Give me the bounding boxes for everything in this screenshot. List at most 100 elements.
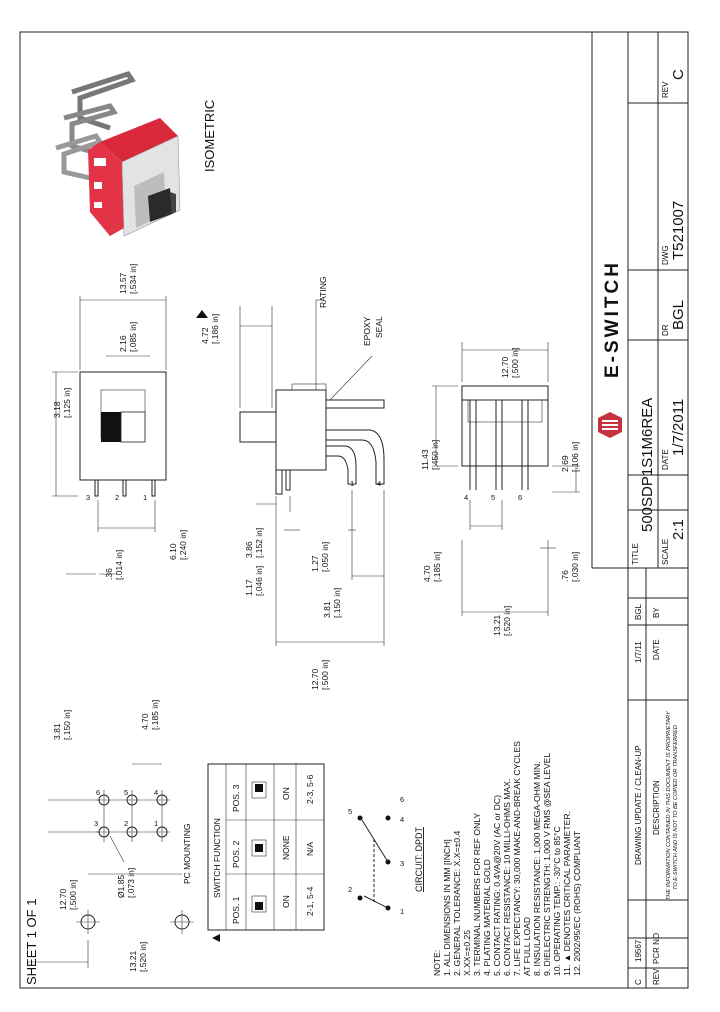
- side-terminal-4: 4: [377, 479, 381, 488]
- rev-table-pcr-header: PCR NO: [652, 933, 661, 964]
- dim-pcb-4-70-in: [.185 in]: [150, 700, 160, 730]
- note-line-1: 1. ALL DIMENSIONS IN MM [INCH]: [442, 839, 452, 976]
- switch-pos1-conn: 2-1, 5-4: [305, 886, 315, 916]
- switch-pos2-conn: N/A: [305, 842, 315, 857]
- circuit-terminal-2: 2: [348, 885, 352, 894]
- rev-table-rev-header: REV: [652, 968, 661, 985]
- switch-function-title: SWITCH FUNCTION: [212, 818, 222, 898]
- circuit-terminal-1: 1: [400, 907, 404, 916]
- dim-1-17: 1.17: [244, 579, 254, 596]
- front-terminal-1: 1: [143, 493, 147, 502]
- dr-value: BGL: [670, 300, 687, 330]
- dim-pcb-12-70-in: [.500 in]: [68, 880, 78, 910]
- rev-table-pcr-cell: 19567: [634, 939, 643, 962]
- note-line-11: 9. DIELECTRIC STRENGTH: 1,000 V RMS @SEA…: [542, 753, 552, 976]
- switch-pos2-state: NONE: [281, 835, 291, 860]
- notes-heading: NOTE:: [432, 950, 442, 976]
- note-line-4: 3. TERMINAL NUMBERS FOR REF ONLY: [472, 813, 482, 976]
- dim-0-36: .36: [104, 568, 114, 580]
- dim-11-43-in: [.450 in]: [430, 440, 440, 470]
- pc-mounting-label: PC MOUNTING: [182, 824, 192, 884]
- front-terminal-2: 2: [115, 493, 119, 502]
- dim-pcb-12-70: 12.70: [58, 888, 68, 910]
- note-line-14: 12. 2002/95/EC (ROHS) COMPLIANT: [572, 830, 582, 976]
- circuit-label: CIRCUIT: DPDT: [414, 826, 424, 892]
- dim-2-16: 2.16: [118, 335, 128, 352]
- dim-back-12-70-in: [.500 in]: [510, 348, 520, 378]
- dim-1-17-in: [.046 in]: [254, 566, 264, 596]
- dim-13-21: 13.21: [492, 614, 502, 636]
- isometric-view: ISOMETRIC: [55, 71, 217, 237]
- pcb-terminal-6: 6: [96, 788, 100, 797]
- back-terminal-6: 6: [518, 493, 522, 502]
- note-line-8: 7. LIFE EXPECTANCY: 30,000 MAKE-AND-BREA…: [512, 741, 522, 976]
- dim-3-18-in: [.125 in]: [62, 388, 72, 418]
- switch-pos1-state: ON: [281, 895, 291, 908]
- dwg-header: DWG: [661, 245, 670, 265]
- dim-4-72-in: [.186 in]: [210, 314, 220, 344]
- rev-table-rev-cell: C: [634, 979, 643, 985]
- dr-header: DR: [661, 324, 670, 336]
- dim-0-36-in: [.014 in]: [114, 550, 124, 580]
- title-value: 500SDP1S1M6REA: [639, 398, 656, 532]
- circuit-terminal-5: 5: [348, 807, 352, 816]
- date-header: DATE: [661, 449, 670, 470]
- switch-pos3-conn: 2-3, 5-6: [305, 774, 315, 804]
- front-terminal-3: 3: [86, 493, 90, 502]
- note-line-2: 2. GENERAL TOLERANCE: X.X=±0.4: [452, 831, 462, 976]
- front-view: 3 2 1 13.57 [.534 in] 2.16 [.085 in] 3.1…: [52, 264, 188, 580]
- dim-13-21-in: [.520 in]: [502, 606, 512, 636]
- dim-pcb-3-81: 3.81: [52, 723, 62, 740]
- circuit-diagram: 1 2 3 4 5 6 CIRCUIT: DPDT: [348, 795, 424, 916]
- pcb-terminal-2: 2: [124, 819, 128, 828]
- pcb-terminal-3: 3: [94, 819, 98, 828]
- note-line-6: 5. CONTACT RATING: 0.4VA@20V (AC or DC): [492, 795, 502, 976]
- dim-1-27-in: [.050 in]: [320, 542, 330, 572]
- switch-pos3-state: ON: [281, 787, 291, 800]
- dim-0-76-in: [.030 in]: [570, 552, 580, 582]
- rev-table-date-header: DATE: [652, 639, 661, 660]
- dim-12-70-in: [.500 in]: [320, 660, 330, 690]
- circuit-terminal-6: 6: [400, 795, 404, 804]
- dim-3-86: 3.86: [244, 541, 254, 558]
- note-line-5: 4. PLATING MATERIAL GOLD: [482, 859, 492, 976]
- sheet-label: SHEET 1 OF 1: [24, 899, 39, 985]
- back-view: 4 5 6 12.70 [.500 in] 11.43 [.450 in] 2.…: [420, 342, 580, 636]
- dim-3-81: 3.81: [322, 601, 332, 618]
- back-terminal-4: 4: [464, 493, 468, 502]
- pcb-terminal-5: 5: [124, 788, 128, 797]
- rev-table-desc-cell: DRAWING UPDATE / CLEAN-UP: [634, 745, 643, 865]
- brand-logo-text: E-SWITCH: [602, 260, 623, 378]
- back-terminal-5: 5: [491, 493, 495, 502]
- dim-2-69-in: [.106 in]: [570, 442, 580, 472]
- dim-1-27: 1.27: [310, 555, 320, 572]
- note-line-3: X.XX=±0.25: [462, 930, 472, 976]
- dim-3-18: 3.18: [52, 401, 62, 418]
- dim-pcb-4-70: 4.70: [140, 713, 150, 730]
- side-view: 1 4 RATING EPOXY SEAL 4.72 [.186 in] 3.8…: [196, 277, 385, 690]
- rev-table-by-cell: BGL: [634, 603, 643, 620]
- circuit-terminal-3: 3: [400, 859, 404, 868]
- dim-13-57: 13.57: [118, 272, 128, 294]
- dim-pcb-13-21: 13.21: [128, 950, 138, 972]
- dim-4-70-in: [.185 in]: [432, 552, 442, 582]
- note-line-10: 8. INSULATION RESISTANCE: 1,000 MEGA-OHM…: [532, 761, 542, 976]
- dim-pcb-dia-1-85: Ø1.85: [116, 875, 126, 898]
- note-line-7: 6. CONTACT RESISTANCE: 10 MILLI-OHMS MAX…: [502, 779, 512, 976]
- title-header: TITLE: [631, 543, 640, 565]
- switch-pos3-header: POS. 3: [231, 784, 241, 812]
- circuit-terminal-4: 4: [400, 815, 404, 824]
- dim-back-12-70: 12.70: [500, 356, 510, 378]
- dim-6-10-in: [.240 in]: [178, 530, 188, 560]
- rev-table-date-cell: 1/7/11: [634, 641, 643, 663]
- note-line-13: 11. ▲ DENOTES CRITICAL PARAMETER.: [562, 811, 572, 976]
- proprietary-line-1: THE INFORMATION CONTAINED IN THIS DOCUME…: [666, 710, 672, 900]
- seal-label: SEAL: [374, 316, 384, 338]
- table-triangle-icon: [212, 934, 220, 942]
- switch-pos2-header: POS. 2: [231, 840, 241, 868]
- critical-triangle-icon: [196, 310, 208, 318]
- pc-mounting-view: 6 5 4 3 2 1 PC MOUNTING 3.81 [.150 in] 4…: [28, 700, 194, 972]
- dim-4-70: 4.70: [422, 565, 432, 582]
- dim-pcb-3-81-in: [.150 in]: [62, 710, 72, 740]
